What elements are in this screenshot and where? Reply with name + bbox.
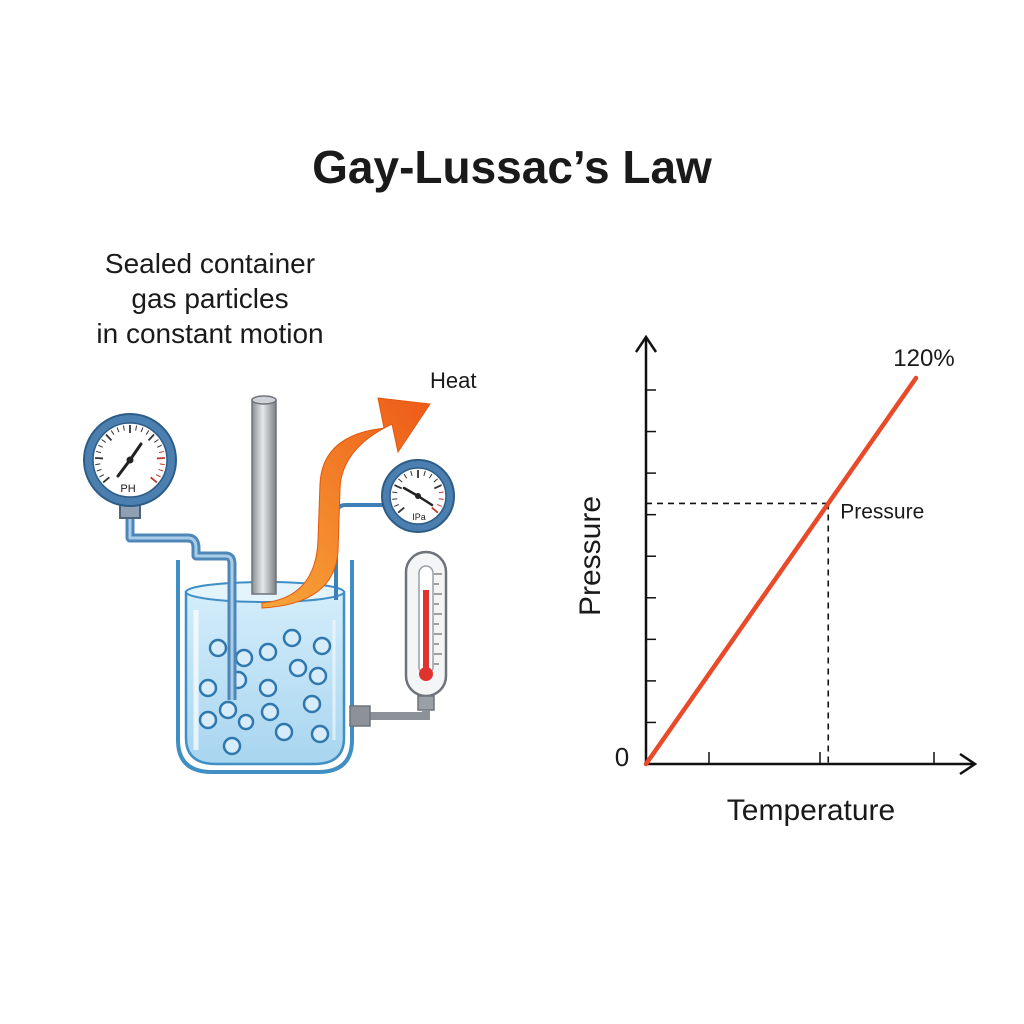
gas-particle: [258, 678, 278, 698]
left-gauge-label: PH: [120, 483, 135, 495]
gas-particle: [208, 638, 228, 658]
gas-particle: [258, 642, 278, 662]
gauge-tick: [110, 430, 115, 435]
gauge-tick: [150, 476, 158, 484]
gauge-tick: [122, 425, 125, 431]
left-pressure-gauge: PH: [83, 413, 177, 519]
gas-particle: [312, 636, 332, 656]
chart-origin-label: 0: [615, 742, 629, 772]
gauge-tick: [403, 473, 408, 479]
caption-line: Sealed container: [104, 248, 316, 279]
gas-particle: [237, 713, 255, 731]
gauge-tick: [116, 427, 120, 433]
right-gauge-pipe: [334, 503, 392, 600]
chart-x-axis-label: Temperature: [727, 794, 895, 827]
gauge-tick: [437, 504, 442, 507]
pressure-temperature-chart: 0 120% Pressure Temperature Pressure: [574, 334, 978, 827]
gauge-tick: [394, 504, 399, 507]
gauge-tick: [410, 470, 413, 476]
gauge-tick: [102, 476, 110, 484]
chart-y-axis-label: Pressure: [574, 496, 607, 616]
gas-particle: [198, 678, 218, 698]
chart-ticks: [646, 389, 935, 764]
chart-axes: [634, 334, 978, 776]
gauge-tick: [433, 484, 442, 490]
gas-particle: [234, 648, 254, 668]
gauge-tick: [438, 498, 444, 500]
y-axis-arrowhead: [634, 334, 658, 353]
heat-label: Heat: [430, 368, 476, 393]
caption-line: gas particles: [131, 283, 289, 314]
gas-particle: [222, 736, 242, 756]
gauge-tick: [398, 478, 403, 483]
gauge-tick: [433, 478, 438, 483]
gauge-tick: [95, 450, 102, 454]
thermometer: [349, 550, 448, 727]
gauge-tick: [96, 468, 102, 472]
chart-guides: [646, 502, 830, 764]
gauge-tick: [147, 433, 155, 441]
chart-series: [643, 375, 919, 767]
caption-line: in constant motion: [96, 318, 324, 349]
gauge-tick: [101, 439, 106, 443]
gauge-tick: [155, 474, 161, 478]
gas-particle: [310, 724, 330, 744]
gas-particle: [218, 700, 238, 720]
gauge-tick: [95, 463, 101, 466]
gas-particle: [308, 666, 328, 686]
gauge-tick: [145, 430, 150, 435]
gauge-tick: [159, 463, 165, 466]
gas-particle: [274, 722, 294, 742]
gas-particle: [198, 710, 218, 730]
gauge-tick: [154, 439, 159, 443]
series-line: [643, 375, 919, 767]
gas-particle: [288, 658, 308, 678]
x-axis-arrowhead: [959, 752, 978, 776]
gauge-tick: [392, 491, 398, 494]
gas-particle: [282, 628, 302, 648]
gauge-tick: [99, 474, 105, 478]
chart-end-label: 120%: [893, 345, 954, 372]
gauge-tick: [156, 444, 162, 448]
gauge-tick: [428, 473, 433, 479]
gauge-tick: [158, 450, 165, 454]
gauge-tick: [98, 444, 104, 448]
gauge-tick: [135, 425, 138, 431]
gauge-tick: [105, 433, 113, 441]
gauge-tick: [431, 506, 439, 514]
chart-marker-label: Pressure: [840, 500, 924, 523]
gauge-tick: [397, 506, 405, 514]
rod: [251, 395, 277, 595]
gas-particle: [302, 694, 322, 714]
gauge-tick: [140, 427, 144, 433]
right-gauge-label: IPa: [412, 512, 426, 522]
gauge-tick: [438, 491, 444, 494]
container-illustration: PH IPa Heat: [83, 368, 476, 774]
gauge-tick: [158, 468, 164, 472]
gas-particles: [198, 628, 332, 756]
heat-arrow: [261, 397, 431, 609]
gas-particle: [260, 702, 280, 722]
gauge-tick: [423, 470, 426, 476]
diagram-caption: Sealed container gas particles in consta…: [60, 246, 360, 351]
page-title: Gay-Lussac’s Law: [312, 141, 712, 193]
right-pressure-gauge: IPa: [381, 459, 455, 533]
gauge-tick: [394, 484, 403, 490]
gauge-tick: [392, 498, 398, 500]
